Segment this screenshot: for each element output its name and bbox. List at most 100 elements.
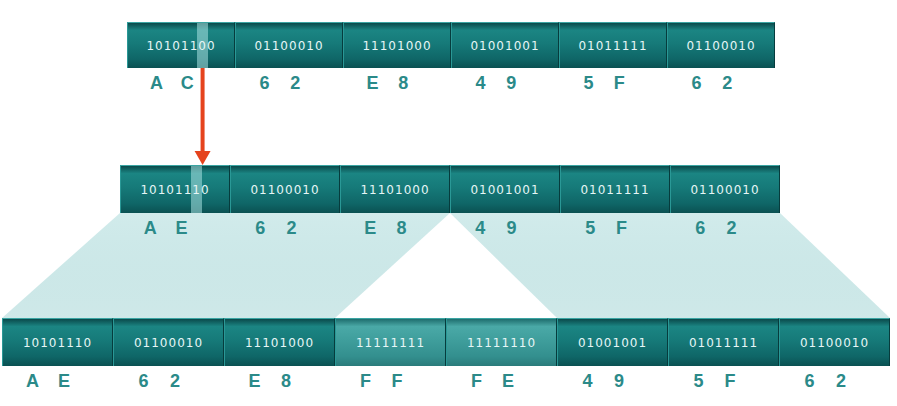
- hex-digit: F: [614, 73, 625, 94]
- hex-digit: F: [725, 371, 736, 392]
- hex-digit: A: [26, 371, 39, 392]
- binary-byte: 10101110: [140, 183, 209, 197]
- hex-digit: 2: [290, 73, 300, 94]
- byte-block: 11101000E8: [340, 165, 450, 213]
- bit-row: 11101000: [225, 336, 334, 350]
- hex-digit: 6: [138, 371, 148, 392]
- binary-byte: 11101000: [362, 39, 431, 53]
- byte-block: 11111110FE: [446, 318, 557, 366]
- binary-byte: 11101000: [360, 183, 429, 197]
- hex-digit: E: [175, 218, 187, 239]
- hex-digit: 9: [506, 218, 516, 239]
- bit-row: 01100010: [231, 183, 339, 197]
- binary-byte: 11101000: [245, 336, 314, 350]
- binary-byte: 01100010: [800, 336, 869, 350]
- bit-row: 11101000: [341, 183, 449, 197]
- bit-row: 10101110: [3, 336, 112, 350]
- binary-byte: 01100010: [250, 183, 319, 197]
- hex-digit: E: [367, 73, 379, 94]
- byte-block: 10101100AC: [127, 22, 235, 68]
- binary-byte: 11111110: [467, 336, 536, 350]
- hex-digit: 2: [836, 371, 846, 392]
- bit-row: 01001001: [558, 336, 667, 350]
- hex-digit: F: [471, 371, 482, 392]
- hex-digit: 6: [260, 73, 270, 94]
- bit-row: 01011111: [669, 336, 778, 350]
- bit-row: 01100010: [671, 183, 779, 197]
- hex-digit: 6: [804, 371, 814, 392]
- hex-digit: 4: [582, 371, 592, 392]
- hex-digit: E: [364, 218, 376, 239]
- bit-row: 01011111: [560, 39, 666, 53]
- hex-digit: 8: [398, 73, 408, 94]
- red-arrow: [195, 68, 211, 165]
- bit-row: 10101100: [128, 39, 234, 53]
- bit-row: 01100010: [236, 39, 342, 53]
- hex-digit: A: [150, 73, 163, 94]
- byte-block: 010111115F: [559, 22, 667, 68]
- binary-byte: 01011111: [578, 39, 647, 53]
- bit-row: 01001001: [452, 39, 558, 53]
- binary-byte: 01001001: [578, 336, 647, 350]
- byte-block: 0110001062: [667, 22, 775, 68]
- byte-block: 010111115F: [560, 165, 670, 213]
- hex-digit: 2: [170, 371, 180, 392]
- bit-row: 11101000: [344, 39, 450, 53]
- bit-row: 01100010: [668, 39, 774, 53]
- hex-digit: 4: [475, 218, 485, 239]
- bit-row: 01100010: [114, 336, 223, 350]
- hex-digit: 9: [506, 73, 516, 94]
- byte-block: 0110001062: [779, 318, 890, 366]
- hex-digit: 5: [693, 371, 703, 392]
- fan-right: [450, 213, 890, 318]
- bit-row: 11111110: [447, 336, 556, 350]
- binary-byte: 01001001: [470, 39, 539, 53]
- binary-byte: 01001001: [470, 183, 539, 197]
- binary-byte: 10101100: [146, 39, 215, 53]
- byte-block: 010111115F: [668, 318, 779, 366]
- byte-block: 11101000E8: [224, 318, 335, 366]
- byte-block: 0110001062: [113, 318, 224, 366]
- binary-byte: 01011111: [580, 183, 649, 197]
- hex-digit: 9: [614, 371, 624, 392]
- hex-digit: 2: [722, 73, 732, 94]
- binary-byte: 01100010: [686, 39, 755, 53]
- bit-row: 01100010: [780, 336, 889, 350]
- binary-byte: 01100010: [134, 336, 203, 350]
- binary-byte: 11111111: [356, 336, 425, 350]
- binary-byte: 01100010: [254, 39, 323, 53]
- byte-block: 11111111FF: [335, 318, 446, 366]
- hex-digit: F: [392, 371, 403, 392]
- hex-digit: 8: [281, 371, 291, 392]
- hex-digit: 5: [584, 73, 594, 94]
- hex-digit: 2: [726, 218, 736, 239]
- hex-digit: E: [502, 371, 514, 392]
- byte-block: 0110001062: [230, 165, 340, 213]
- binary-byte: 10101110: [23, 336, 92, 350]
- hex-digit: 5: [585, 218, 595, 239]
- hex-digit: E: [248, 371, 260, 392]
- hex-digit: C: [181, 73, 194, 94]
- byte-block: 10101110AE: [2, 318, 113, 366]
- hex-digit: A: [144, 218, 157, 239]
- hex-digit: 4: [476, 73, 486, 94]
- bit-row: 01001001: [451, 183, 559, 197]
- byte-block: 0100100149: [450, 165, 560, 213]
- hex-digit: 2: [286, 218, 296, 239]
- hex-digit: 8: [396, 218, 406, 239]
- hex-digit: F: [360, 371, 371, 392]
- hex-digit: F: [616, 218, 627, 239]
- binary-byte: 01011111: [689, 336, 758, 350]
- byte-block: 0110001062: [670, 165, 780, 213]
- bit-row: 10101110: [121, 183, 229, 197]
- byte-block: 0100100149: [451, 22, 559, 68]
- fan-left: [2, 213, 450, 318]
- hex-digit: 6: [695, 218, 705, 239]
- byte-block: 11101000E8: [343, 22, 451, 68]
- byte-block: 10101110AE: [120, 165, 230, 213]
- hex-digit: 6: [692, 73, 702, 94]
- bit-row: 11111111: [336, 336, 445, 350]
- bit-row: 01011111: [561, 183, 669, 197]
- byte-block: 0110001062: [235, 22, 343, 68]
